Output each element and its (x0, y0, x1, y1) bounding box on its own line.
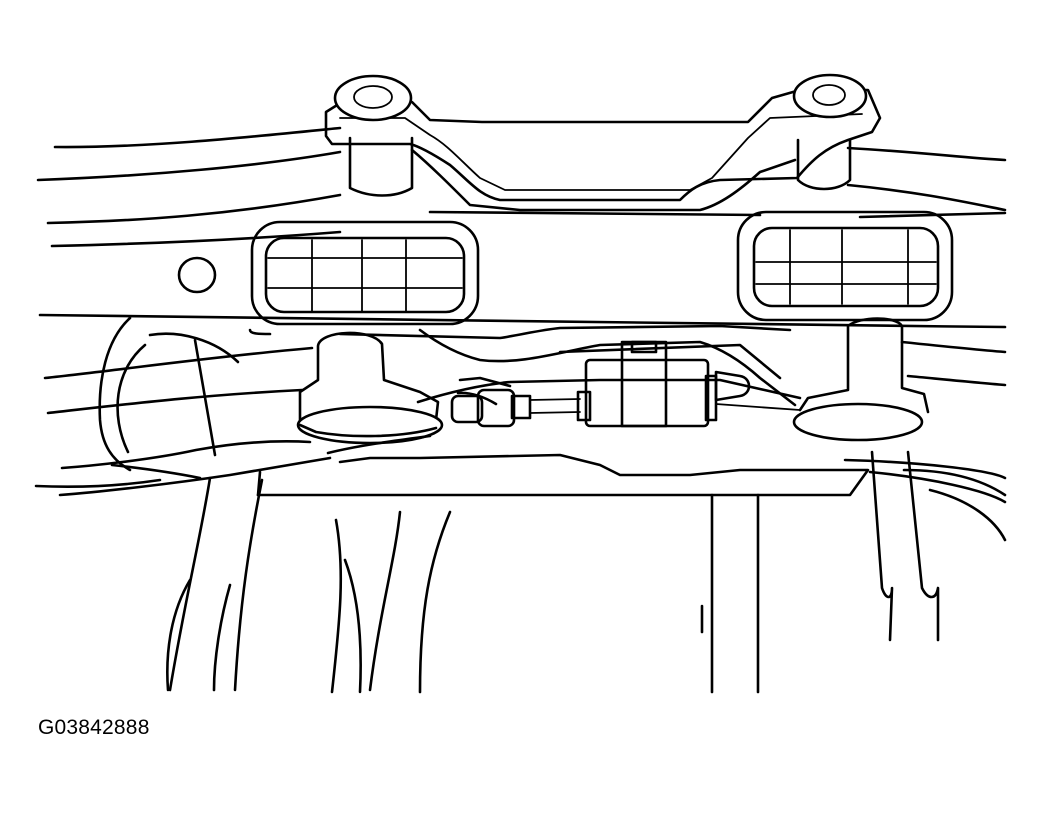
fuel-filter (450, 340, 801, 428)
grille-right (736, 210, 954, 322)
upper-mount-right (792, 73, 868, 191)
lower-frame (256, 453, 1007, 542)
grille-left (250, 220, 480, 326)
lower-mount-left (296, 331, 444, 445)
axle-housing (34, 316, 432, 497)
upper-mount-left (333, 74, 414, 197)
frame-rails (36, 126, 1007, 415)
lower-mount-right (792, 317, 930, 442)
figure-code: G03842888 (38, 716, 150, 739)
crossmember (248, 88, 882, 407)
side-hole (177, 256, 217, 294)
hanging-lines (166, 450, 940, 694)
